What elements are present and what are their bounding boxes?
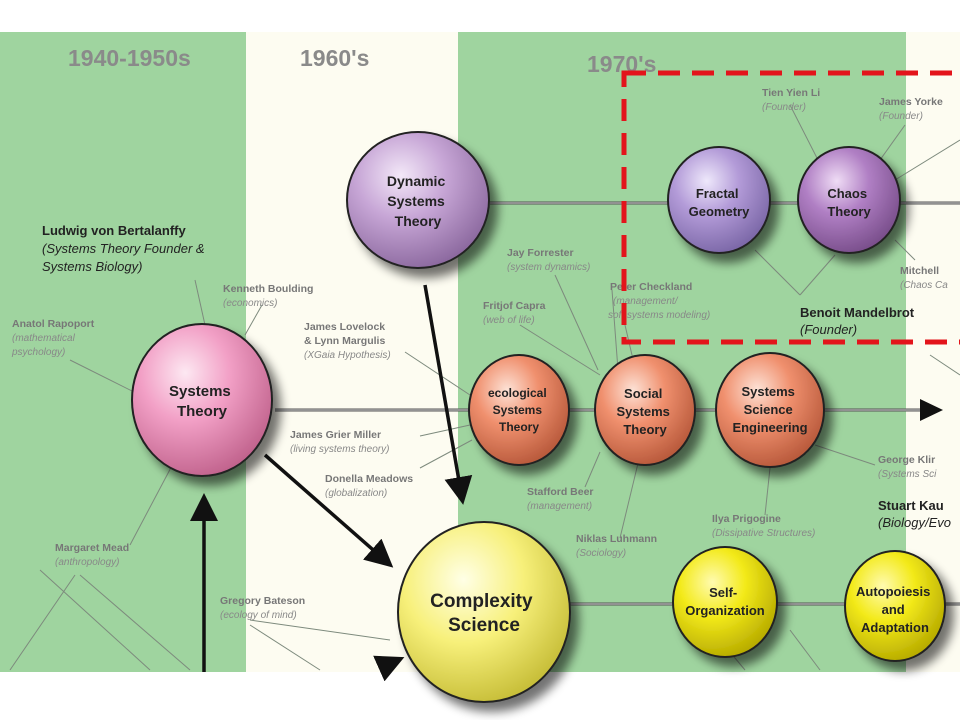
svg-text:(globalization): (globalization) — [325, 488, 387, 499]
svg-text:Kenneth Boulding: Kenneth Boulding — [223, 283, 313, 295]
svg-text:(management): (management) — [527, 501, 592, 512]
node-label-systems-theory: Systems Theory — [169, 383, 235, 420]
node-systems-theory — [131, 323, 273, 477]
era-label-1940s: 1940-1950s — [68, 45, 191, 71]
node-self-organization — [672, 546, 778, 658]
svg-text:Peter Checkland: Peter Checkland — [610, 281, 692, 293]
svg-text:Fritjof Capra: Fritjof Capra — [483, 300, 546, 312]
svg-text:Ludwig von Bertalanffy: Ludwig von Bertalanffy — [42, 223, 187, 238]
person-bateson: Gregory Bateson (ecology of mind) — [220, 595, 305, 621]
node-autopoiesis-adaptation — [844, 550, 946, 662]
svg-text:(Dissipative Structures): (Dissipative Structures) — [712, 528, 815, 539]
person-mandelbrot: Benoit Mandelbrot (Founder) — [800, 305, 915, 337]
svg-text:(Biology/Evo: (Biology/Evo — [878, 515, 951, 530]
svg-text:(economics): (economics) — [223, 298, 277, 309]
node-label-sse: Systems Science Engineering — [732, 384, 807, 435]
svg-text:Jay Forrester: Jay Forrester — [507, 247, 574, 259]
svg-text:Benoit Mandelbrot: Benoit Mandelbrot — [800, 305, 915, 320]
svg-text:(Systems Sci: (Systems Sci — [878, 469, 937, 480]
svg-text:(anthropology): (anthropology) — [55, 557, 119, 568]
influence-arrows — [190, 284, 473, 682]
svg-text:Mitchell: Mitchell — [900, 265, 939, 277]
svg-text:(living systems theory): (living systems theory) — [290, 444, 389, 455]
svg-text:Gregory Bateson: Gregory Bateson — [220, 595, 305, 607]
svg-text:James Yorke: James Yorke — [879, 96, 943, 108]
person-lovelock: James Lovelock & Lynn Margulis (XGaia Hy… — [304, 321, 391, 361]
person-meadows: Donella Meadows (globalization) — [325, 473, 413, 499]
svg-text:(management/: (management/ — [613, 296, 679, 307]
node-label-ecological: ecological Systems Theory — [488, 386, 550, 434]
era-label-1960s: 1960's — [300, 45, 369, 71]
svg-text:Stuart Kau: Stuart Kau — [878, 498, 944, 513]
node-dynamic-systems-theory — [346, 131, 490, 269]
svg-text:Tien Yien Li: Tien Yien Li — [762, 87, 820, 99]
svg-text:(Founder): (Founder) — [762, 102, 806, 113]
connector-lines — [9, 104, 960, 671]
svg-text:soft systems modeling): soft systems modeling) — [608, 310, 710, 321]
svg-text:James Grier Miller: James Grier Miller — [290, 429, 381, 441]
svg-text:psychology): psychology) — [11, 347, 65, 358]
person-forrester: Jay Forrester (system dynamics) — [507, 247, 590, 273]
svg-text:Stafford Beer: Stafford Beer — [527, 486, 594, 498]
person-bertalanffy: Ludwig von Bertalanffy (Systems Theory F… — [42, 223, 205, 274]
person-mead: Margaret Mead (anthropology) — [55, 542, 129, 568]
node-social-systems-theory — [594, 354, 696, 466]
person-li: Tien Yien Li (Founder) — [762, 87, 820, 113]
svg-text:(XGaia Hypothesis): (XGaia Hypothesis) — [304, 350, 391, 361]
svg-text:(Sociology): (Sociology) — [576, 548, 626, 559]
person-capra: Fritjof Capra (web of life) — [483, 300, 546, 326]
node-chaos-theory — [797, 146, 901, 254]
svg-text:Anatol Rapoport: Anatol Rapoport — [12, 318, 95, 330]
svg-text:Ilya Prigogine: Ilya Prigogine — [712, 513, 781, 525]
person-kauffman: Stuart Kau (Biology/Evo — [878, 498, 951, 530]
node-label-complexity: Complexity Science — [430, 591, 538, 636]
svg-text:(system dynamics): (system dynamics) — [507, 262, 590, 273]
person-checkland: Peter Checkland (management/ soft system… — [608, 281, 710, 321]
node-label-dynamic-systems: Dynamic Systems Theory — [387, 173, 449, 229]
node-systems-science-engineering — [715, 352, 825, 468]
person-klir: George Klir (Systems Sci — [878, 454, 937, 480]
person-mitchell: Mitchell (Chaos Ca — [900, 265, 948, 291]
node-label-autopoiesis: Autopoiesis and Adaptation — [856, 584, 934, 635]
person-boulding: Kenneth Boulding (economics) — [223, 283, 313, 309]
svg-text:(Systems Theory Founder &: (Systems Theory Founder & — [42, 241, 205, 256]
node-label-chaos: Chaos Theory — [827, 186, 871, 219]
person-beer: Stafford Beer (management) — [527, 486, 594, 512]
svg-text:George Klir: George Klir — [878, 454, 935, 466]
svg-text:Systems Biology): Systems Biology) — [42, 259, 142, 274]
svg-text:Margaret Mead: Margaret Mead — [55, 542, 129, 554]
person-prigogine: Ilya Prigogine (Dissipative Structures) — [712, 513, 815, 539]
svg-text:(ecology of mind): (ecology of mind) — [220, 610, 297, 621]
node-fractal-geometry — [667, 146, 771, 254]
svg-text:(Founder): (Founder) — [879, 111, 923, 122]
svg-text:Niklas Luhmann: Niklas Luhmann — [576, 533, 657, 545]
person-miller: James Grier Miller (living systems theor… — [290, 429, 389, 455]
highlight-dashed-box — [621, 70, 960, 345]
node-ecological-systems-theory — [468, 354, 570, 466]
svg-text:& Lynn Margulis: & Lynn Margulis — [304, 335, 385, 347]
node-complexity-science — [397, 521, 571, 703]
timeline-arrow-icon — [920, 399, 943, 421]
node-label-fractal: Fractal Geometry — [689, 186, 750, 219]
svg-text:(mathematical: (mathematical — [12, 333, 76, 344]
node-label-self-org: Self- Organization — [685, 585, 765, 618]
svg-text:James Lovelock: James Lovelock — [304, 321, 385, 333]
person-luhmann: Niklas Luhmann (Sociology) — [576, 533, 657, 559]
svg-text:(Founder): (Founder) — [800, 322, 857, 337]
svg-text:(Chaos Ca: (Chaos Ca — [900, 280, 948, 291]
svg-text:(web of life): (web of life) — [483, 315, 535, 326]
person-yorke: James Yorke (Founder) — [879, 96, 943, 122]
node-label-social: Social Systems Theory — [616, 386, 673, 437]
svg-text:Donella Meadows: Donella Meadows — [325, 473, 413, 485]
person-rapoport: Anatol Rapoport (mathematical psychology… — [11, 318, 95, 358]
